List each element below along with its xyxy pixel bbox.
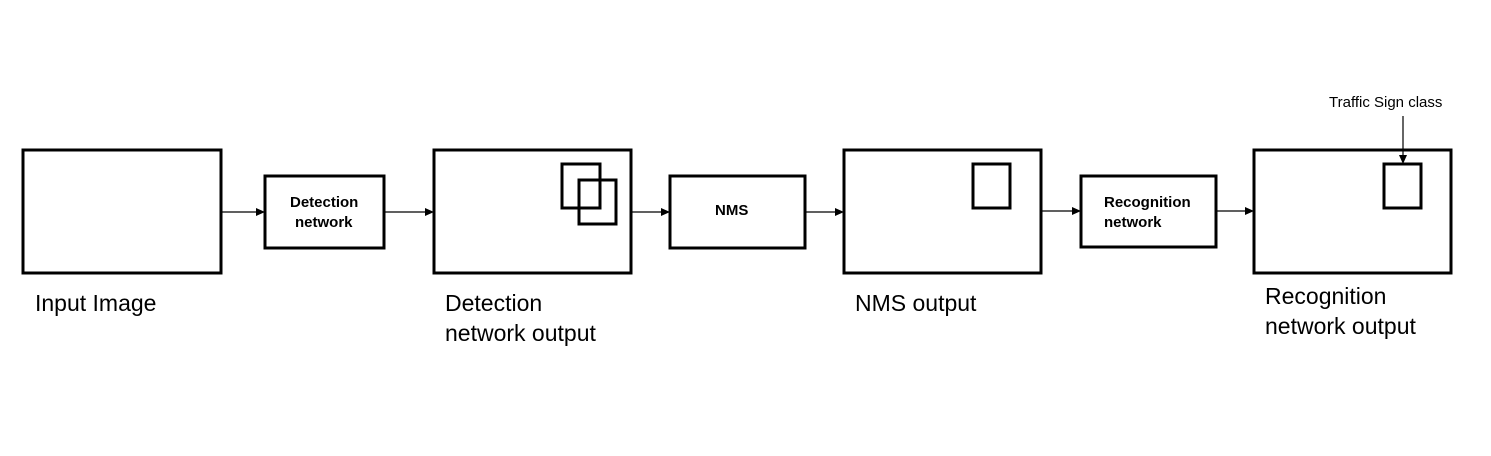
recognition-output-frame — [1252, 148, 1453, 275]
arrow-detection-to-output — [384, 208, 434, 216]
recognition-network-label-line2: network — [1104, 214, 1162, 231]
detection-box-2 — [577, 178, 618, 226]
nms-output-frame — [842, 148, 1043, 275]
input-image-frame — [21, 148, 223, 275]
arrow-recognition-to-output — [1216, 207, 1254, 215]
input-image-caption: Input Image — [35, 290, 156, 316]
detection-network-label-line1: Detection — [290, 194, 358, 211]
arrow-class-annotation — [1399, 116, 1407, 164]
recognition-output-caption-line1: Recognition — [1265, 283, 1386, 309]
traffic-sign-class-label: Traffic Sign class — [1329, 94, 1442, 111]
arrow-output-to-nms — [631, 208, 670, 216]
detection-network-block — [263, 174, 386, 250]
detection-box-1 — [560, 162, 602, 210]
detection-output-frame — [432, 148, 633, 275]
nms-selected-box — [971, 162, 1012, 210]
recognition-output-caption-line2: network output — [1265, 313, 1416, 339]
recognition-network-block — [1079, 174, 1218, 249]
detection-network-label-line2: network — [295, 214, 353, 231]
recognition-network-label-line1: Recognition — [1104, 194, 1191, 211]
arrow-input-to-detection — [221, 208, 265, 216]
nms-block-label: NMS — [715, 202, 748, 219]
arrow-nms-output-to-recognition — [1041, 207, 1081, 215]
detection-output-caption-line2: network output — [445, 320, 596, 346]
nms-output-caption: NMS output — [855, 290, 977, 316]
arrow-nms-to-output — [805, 208, 844, 216]
detection-output-caption-line1: Detection — [445, 290, 542, 316]
recognized-sign-box — [1382, 162, 1423, 210]
